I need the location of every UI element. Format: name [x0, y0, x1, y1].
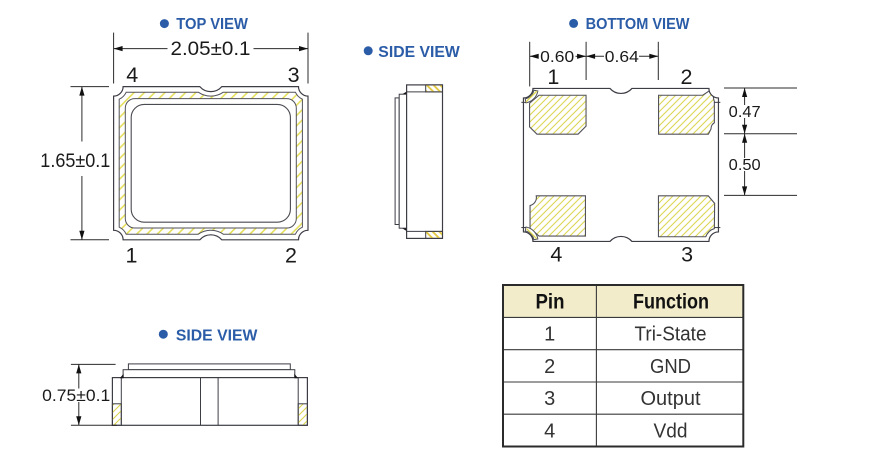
svg-text:Function: Function	[633, 290, 709, 314]
svg-text:1: 1	[126, 243, 138, 267]
svg-text:Tri-State: Tri-State	[635, 324, 707, 346]
svg-text:2.05±0.1: 2.05±0.1	[171, 39, 251, 60]
svg-text:4: 4	[550, 243, 562, 267]
svg-text:1: 1	[544, 324, 555, 346]
svg-text:TOP VIEW: TOP VIEW	[176, 16, 248, 33]
svg-text:BOTTOM VIEW: BOTTOM VIEW	[586, 16, 691, 33]
svg-text:0.50: 0.50	[729, 157, 761, 174]
svg-text:0.64: 0.64	[605, 49, 639, 66]
svg-text:GND: GND	[650, 356, 691, 378]
svg-text:2: 2	[544, 356, 555, 378]
svg-text:3: 3	[544, 388, 555, 410]
svg-text:2: 2	[681, 65, 693, 89]
svg-text:Output: Output	[641, 388, 701, 410]
svg-text:0.75±0.1: 0.75±0.1	[42, 386, 110, 405]
svg-text:3: 3	[681, 243, 693, 267]
svg-text:2: 2	[285, 243, 297, 267]
svg-text:4: 4	[544, 420, 555, 442]
svg-text:1.65±0.1: 1.65±0.1	[40, 151, 110, 172]
svg-text:0.60: 0.60	[540, 49, 574, 66]
svg-text:Vdd: Vdd	[654, 420, 688, 442]
svg-text:Pin: Pin	[536, 290, 565, 314]
svg-text:3: 3	[288, 63, 300, 87]
svg-text:SIDE VIEW: SIDE VIEW	[176, 328, 258, 345]
svg-text:SIDE VIEW: SIDE VIEW	[378, 44, 460, 61]
svg-text:4: 4	[126, 63, 138, 87]
svg-text:0.47: 0.47	[729, 104, 761, 121]
svg-text:1: 1	[547, 65, 559, 89]
